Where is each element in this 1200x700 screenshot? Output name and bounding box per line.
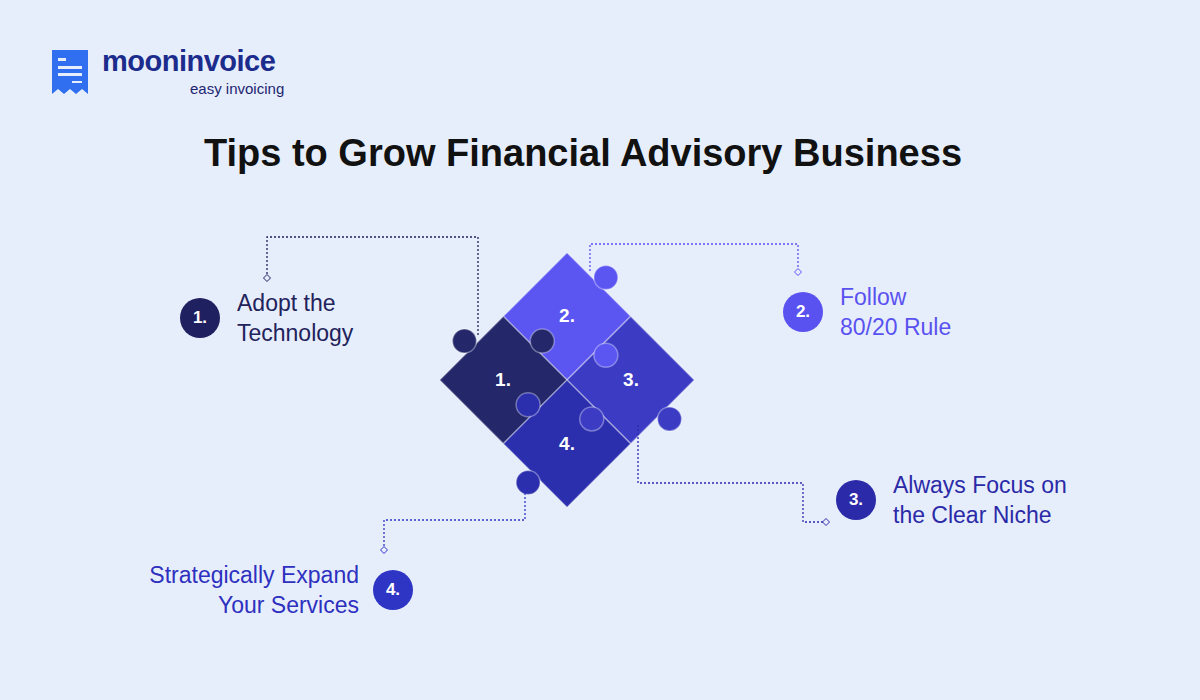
logo-line [72, 81, 82, 83]
puzzle-piece: 1. [458, 335, 548, 425]
callout-text: Always Focus on the Clear Niche [893, 470, 1098, 530]
callout-item: 4. Strategically Expand Your Services [119, 560, 413, 620]
logo-line [58, 58, 66, 61]
callout-number: 2. [783, 292, 823, 332]
callout-item: 2. Follow 80/20 Rule [783, 282, 970, 342]
leader-connector [638, 425, 830, 526]
puzzle-group [409, 222, 726, 539]
puzzle-knob [653, 402, 687, 436]
puzzle-knob [575, 402, 609, 436]
puzzle-knob [447, 324, 481, 358]
diamond-marker [795, 269, 802, 276]
diamond-marker [381, 547, 388, 554]
leader-connector [381, 489, 526, 554]
diagram-title: Tips to Grow Financial Advisory Business [0, 132, 1166, 175]
callout-number: 3. [836, 480, 876, 520]
puzzle-piece: 3. [586, 335, 676, 425]
logo-icon [52, 50, 88, 94]
brand-tagline: easy invoicing [190, 80, 284, 97]
logo-document [52, 50, 88, 94]
callout-item: 1. Adopt the Technology [180, 288, 387, 348]
callout-number: 4. [373, 570, 413, 610]
leader-line [638, 425, 829, 522]
callout-text: Strategically Expand Your Services [119, 560, 359, 620]
piece-number: 3. [623, 369, 639, 391]
puzzle-piece-shape [567, 316, 694, 443]
brand-name: mooninvoice [102, 45, 275, 78]
callout-number: 1. [180, 298, 220, 338]
puzzle-knob [511, 388, 545, 422]
diamond-marker [823, 519, 830, 526]
diamond-marker [264, 275, 271, 282]
logo-line [58, 73, 82, 76]
callout-text: Follow 80/20 Rule [840, 282, 970, 342]
piece-number: 4. [559, 433, 575, 455]
puzzle-piece: 2. [522, 271, 612, 361]
callout-item: 3. Always Focus on the Clear Niche [836, 470, 1098, 530]
puzzle-knob [589, 338, 623, 372]
logo-line [58, 66, 82, 69]
puzzle-knob [511, 466, 545, 500]
puzzle-piece: 4. [522, 399, 612, 489]
puzzle-piece-shape [503, 380, 630, 507]
piece-number: 2. [559, 305, 575, 327]
puzzle-knob [525, 324, 559, 358]
leader-line [384, 489, 525, 553]
puzzle-knob [589, 260, 623, 294]
callout-text: Adopt the Technology [237, 288, 387, 348]
leader-connector [590, 244, 802, 276]
piece-number: 1. [495, 369, 511, 391]
leader-line [590, 244, 798, 275]
